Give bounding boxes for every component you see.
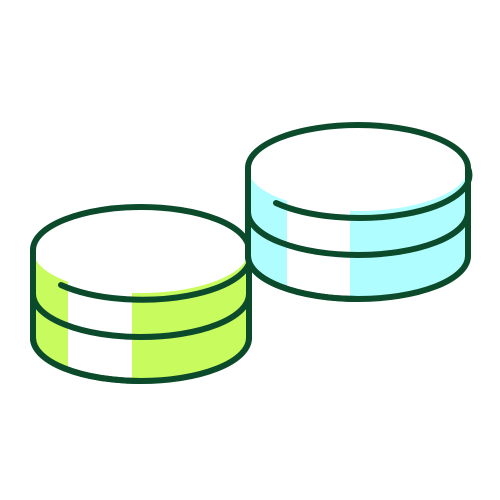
- right-bottom-rim: [245, 255, 359, 302]
- right-top-face-fill: [248, 125, 468, 211]
- right-coin-1-rim: [273, 165, 473, 221]
- right-coin-2-rim: [245, 209, 471, 258]
- left-top-face: [30, 204, 252, 253]
- left-bottom-rim: [30, 337, 142, 384]
- left-top-face-fill: [33, 207, 249, 293]
- left-coin-2-rim: [30, 291, 252, 340]
- right-top-face: [245, 122, 471, 171]
